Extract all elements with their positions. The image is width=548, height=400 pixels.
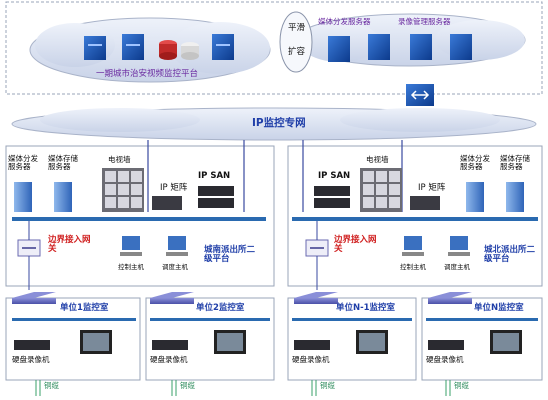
- ip-matrix-icon: [410, 196, 440, 210]
- unit-room-label: 单位2监控室: [196, 303, 245, 313]
- ip-network-cloud: [11, 107, 537, 141]
- left-media-storage-label: 媒体存储服务器: [48, 154, 78, 171]
- cable-label: 铜缆: [180, 381, 195, 390]
- left-site-frame: [5, 145, 275, 287]
- dvr-icon: [294, 340, 330, 350]
- computer-icon: [402, 236, 424, 256]
- left-video-wall-label: 电视墙: [108, 155, 131, 164]
- server-icon: [328, 36, 350, 62]
- server-tower-icon: [506, 182, 524, 212]
- right-platform-name: 城北派出所二级平台: [484, 245, 536, 264]
- dvr-label: 硬盘录像机: [150, 355, 188, 364]
- dvr-icon: [428, 340, 464, 350]
- top-left-servers: [84, 34, 234, 60]
- right-gateway-icon: [305, 239, 329, 257]
- left-ip-san-label: IP SAN: [198, 171, 231, 181]
- cable-label: 铜缆: [320, 381, 335, 390]
- right-site-frame: [287, 145, 543, 287]
- right-video-wall-label: 电视墙: [366, 155, 389, 164]
- cable-label: 铜缆: [454, 381, 469, 390]
- dvr-icon: [152, 340, 188, 350]
- unit-room-label: 单位N监控室: [474, 303, 524, 313]
- switch-icon: [294, 292, 338, 304]
- server-icon: [84, 36, 106, 60]
- server-tower-icon: [14, 182, 32, 212]
- switch-icon: [12, 292, 56, 304]
- computer-icon: [448, 236, 470, 256]
- first-phase-platform-label: 一期城市治安视频监控平台: [96, 69, 199, 79]
- scale-out-label-line2: 扩容: [288, 47, 306, 57]
- dvr-label: 硬盘录像机: [426, 355, 464, 364]
- scale-out-oval: [279, 11, 313, 73]
- unit-devices: [12, 292, 538, 396]
- left-media-dist-label: 媒体分发服务器: [8, 154, 38, 171]
- right-control-host-label: 控制主机: [400, 263, 426, 271]
- server-icon: [368, 34, 390, 60]
- core-router-icon: [406, 84, 434, 106]
- left-platform-name: 城南派出所二级平台: [204, 245, 256, 264]
- unit-room-label: 单位N-1监控室: [336, 303, 396, 313]
- switch-icon: [428, 292, 472, 304]
- ip-network-label: IP监控专网: [252, 117, 306, 129]
- unit-room-label: 单位1监控室: [60, 303, 109, 313]
- left-gateway-icon: [17, 239, 41, 257]
- computer-icon: [120, 236, 142, 256]
- switch-icon: [150, 292, 194, 304]
- video-wall-icon: [360, 168, 402, 212]
- storage-server-label: 录像管理服务器: [398, 17, 451, 26]
- storage-disk-icon: [159, 40, 177, 60]
- server-icon: [212, 34, 234, 60]
- right-dispatch-host-label: 调度主机: [444, 263, 470, 271]
- left-dispatch-host-label: 调度主机: [162, 263, 188, 271]
- top-frame: [5, 1, 543, 95]
- dvr-label: 硬盘录像机: [12, 355, 50, 364]
- server-tower-icon: [54, 182, 72, 212]
- scale-out-label-line1: 平滑: [288, 23, 306, 33]
- right-backbone: [292, 217, 538, 221]
- right-gateway-label: 边界接入网关: [334, 235, 377, 254]
- computer-icon: [166, 236, 188, 256]
- storage-disk-icon: [181, 42, 199, 60]
- top-right-servers: [328, 34, 472, 62]
- server-icon: [122, 34, 144, 60]
- dvr-icon: [14, 340, 50, 350]
- right-ip-san-label: IP SAN: [318, 171, 351, 181]
- server-tower-icon: [466, 182, 484, 212]
- left-backbone: [12, 217, 266, 221]
- right-media-dist-label: 媒体分发服务器: [460, 154, 490, 171]
- server-icon: [450, 34, 472, 60]
- server-icon: [410, 34, 432, 60]
- dvr-label: 硬盘录像机: [292, 355, 330, 364]
- unit-frames: [5, 297, 543, 381]
- ip-matrix-icon: [152, 196, 182, 210]
- cable-label: 铜缆: [44, 381, 59, 390]
- media-server-label: 媒体分发服务器: [318, 17, 371, 26]
- ip-san-icon: [198, 186, 234, 208]
- right-media-storage-label: 媒体存储服务器: [500, 154, 530, 171]
- video-wall-icon: [102, 168, 144, 212]
- left-control-host-label: 控制主机: [118, 263, 144, 271]
- left-gateway-label: 边界接入网关: [48, 235, 91, 254]
- left-ip-matrix-label: IP 矩阵: [160, 183, 188, 193]
- left-site-devices: [12, 168, 266, 290]
- ip-san-icon: [314, 186, 350, 208]
- right-site-devices: [292, 168, 538, 290]
- right-ip-matrix-label: IP 矩阵: [418, 183, 446, 193]
